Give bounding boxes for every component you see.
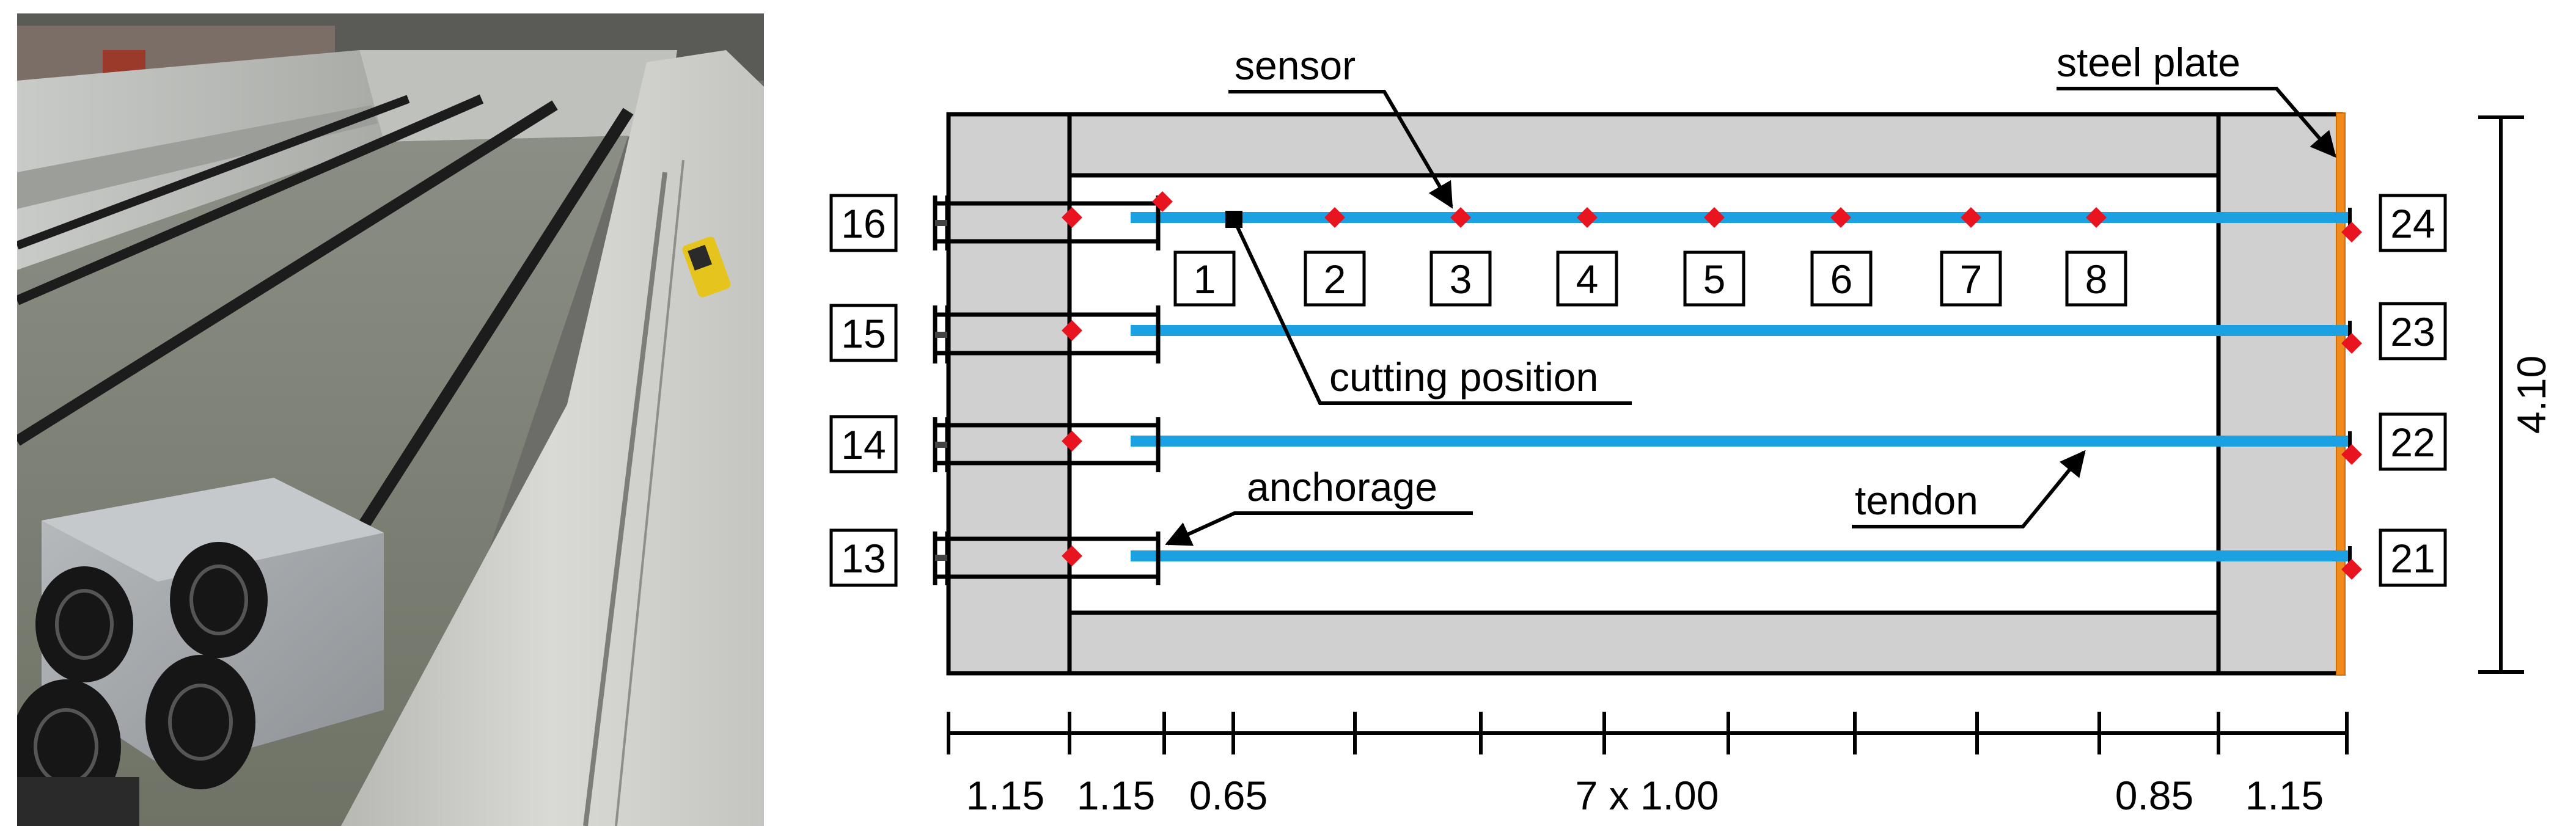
dimension-label: 0.85 — [2115, 773, 2193, 818]
sensor-number: 5 — [1703, 257, 1726, 302]
sensor-number: 23 — [2390, 309, 2435, 354]
frame-bottom-beam — [1067, 610, 2221, 676]
sensor-number: 22 — [2390, 420, 2435, 465]
sensor-marker — [1324, 207, 1345, 228]
sensor-marker — [1062, 431, 1082, 451]
steel-plate-label: steel plate — [2057, 40, 2240, 85]
sensor-number: 2 — [1324, 257, 1346, 302]
sensor-number: 1 — [1194, 257, 1216, 302]
sensor-number: 15 — [841, 311, 886, 356]
sensor-number: 6 — [1830, 257, 1853, 302]
anchorage-4 — [933, 531, 1161, 585]
sensor-marker — [1062, 320, 1082, 341]
sensor-marker — [1577, 207, 1598, 228]
sensor-marker — [1961, 207, 1981, 228]
sensor-number: 8 — [2085, 257, 2108, 302]
cutting-position-label: cutting position — [1329, 354, 1598, 400]
sensor-number: 21 — [2390, 536, 2435, 581]
sensor-marker — [1450, 207, 1471, 228]
dimension-label: 0.65 — [1189, 773, 1268, 818]
sensor-marker — [1704, 207, 1725, 228]
sensor-markers — [1062, 191, 2362, 580]
frame-left-block — [946, 112, 1072, 676]
cutting-position-marker — [1225, 211, 1242, 228]
dimension-label: 7 x 1.00 — [1576, 773, 1719, 818]
sensor-number: 13 — [841, 536, 886, 581]
anchorages — [933, 195, 1161, 585]
dimension-label: 1.15 — [966, 773, 1044, 818]
sensor-number: 7 — [1960, 257, 1983, 302]
sensor-number: 4 — [1576, 257, 1599, 302]
sensor-number: 3 — [1450, 257, 1472, 302]
height-dimension: 4.10 — [2509, 356, 2554, 434]
anchorage-label: anchorage — [1247, 464, 1437, 509]
sensor-number: 24 — [2390, 201, 2435, 246]
frame-top-beam — [1067, 112, 2221, 178]
sensor-marker — [1152, 191, 1173, 212]
sensor-marker — [1062, 546, 1082, 566]
sensor-marker — [1062, 207, 1082, 228]
dimension-label: 1.15 — [2245, 773, 2324, 818]
sensor-number: 14 — [841, 422, 886, 467]
sensor-marker — [2086, 207, 2107, 228]
sensor-number: 16 — [841, 201, 886, 246]
sensor-label: sensor — [1235, 43, 1356, 88]
tendon-label: tendon — [1855, 478, 1978, 523]
dimension-label: 1.15 — [1077, 773, 1155, 818]
test-bed-photo — [17, 13, 764, 826]
frame-right-block — [2216, 112, 2343, 676]
steel-plate — [2336, 112, 2346, 676]
sensor-marker — [1830, 207, 1851, 228]
anchorage-3 — [933, 417, 1161, 472]
